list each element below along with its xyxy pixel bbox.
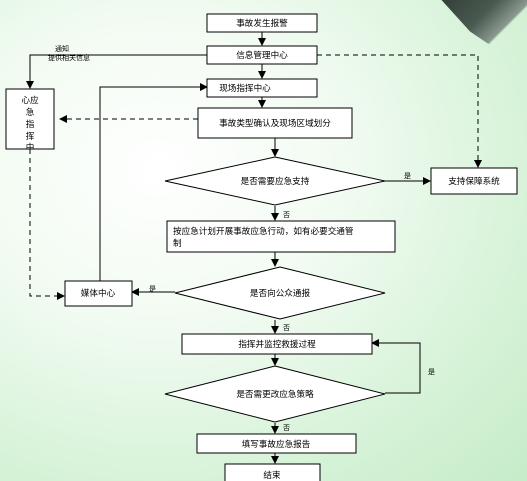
- text-emergency-action-1: 按应急计划开展事故应急行动，如有必要交通管: [173, 225, 354, 237]
- text-support-system: 支持保障系统: [448, 175, 500, 187]
- box-support-system: [430, 167, 518, 195]
- box-emergency-action: [166, 220, 396, 253]
- text-site-command: 现场指挥中心: [219, 82, 271, 94]
- arrow-n2-left: [26, 54, 207, 89]
- box-info-center: [206, 45, 318, 65]
- text-emergency-support: 是否需要应急支持: [241, 175, 310, 187]
- text-media-center: 媒体中心: [81, 287, 116, 299]
- label-no-1: 否: [283, 211, 290, 219]
- label-notify: 通知: [55, 44, 69, 53]
- text-public-notice: 是否向公众通报: [250, 287, 311, 299]
- box-media-center: [64, 280, 133, 307]
- decision-emergency-support: [164, 156, 386, 206]
- box-fill-report: [196, 433, 357, 454]
- decision-change-strategy: [164, 365, 386, 423]
- box-accident-alarm: [206, 13, 318, 33]
- text-left-1: 心应: [21, 94, 39, 106]
- dashed-left-media: [29, 149, 65, 300]
- label-yes-loop: 是: [428, 368, 435, 376]
- label-yes-media: 是: [149, 285, 156, 293]
- text-left-5: 中: [26, 141, 35, 153]
- dashed-n2-support: [317, 54, 482, 168]
- arrow-media-n3: [99, 83, 208, 283]
- label-no-3: 否: [283, 424, 290, 432]
- label-provide-info: 提供相关信息: [48, 53, 90, 62]
- text-accident-alarm: 事故发生报警: [236, 17, 288, 29]
- box-emergency-command-center: [5, 88, 55, 150]
- text-end: 结束: [263, 469, 281, 481]
- text-emergency-action-2: 制: [173, 237, 182, 249]
- decision-public-notice: [174, 266, 386, 320]
- arrow-d3-loop: [371, 339, 421, 394]
- label-yes-support: 是: [404, 172, 411, 180]
- box-type-confirm: [197, 107, 353, 139]
- text-type-confirm: 事故类型确认及现场区域划分: [219, 117, 331, 129]
- label-no-2: 否: [283, 324, 290, 332]
- text-left-4: 挥: [26, 130, 35, 142]
- text-fill-report: 填写事故应急报告: [242, 438, 311, 450]
- box-end: [224, 463, 321, 481]
- box-command-monitor: [181, 333, 373, 355]
- text-command-monitor: 指挥并监控救援过程: [238, 338, 316, 350]
- text-left-3: 指: [26, 118, 35, 130]
- text-change-strategy: 是否需更改应急策略: [236, 388, 314, 400]
- text-left-2: 急: [26, 106, 35, 118]
- text-info-center: 信息管理中心: [236, 49, 288, 61]
- box-site-command: [206, 78, 318, 98]
